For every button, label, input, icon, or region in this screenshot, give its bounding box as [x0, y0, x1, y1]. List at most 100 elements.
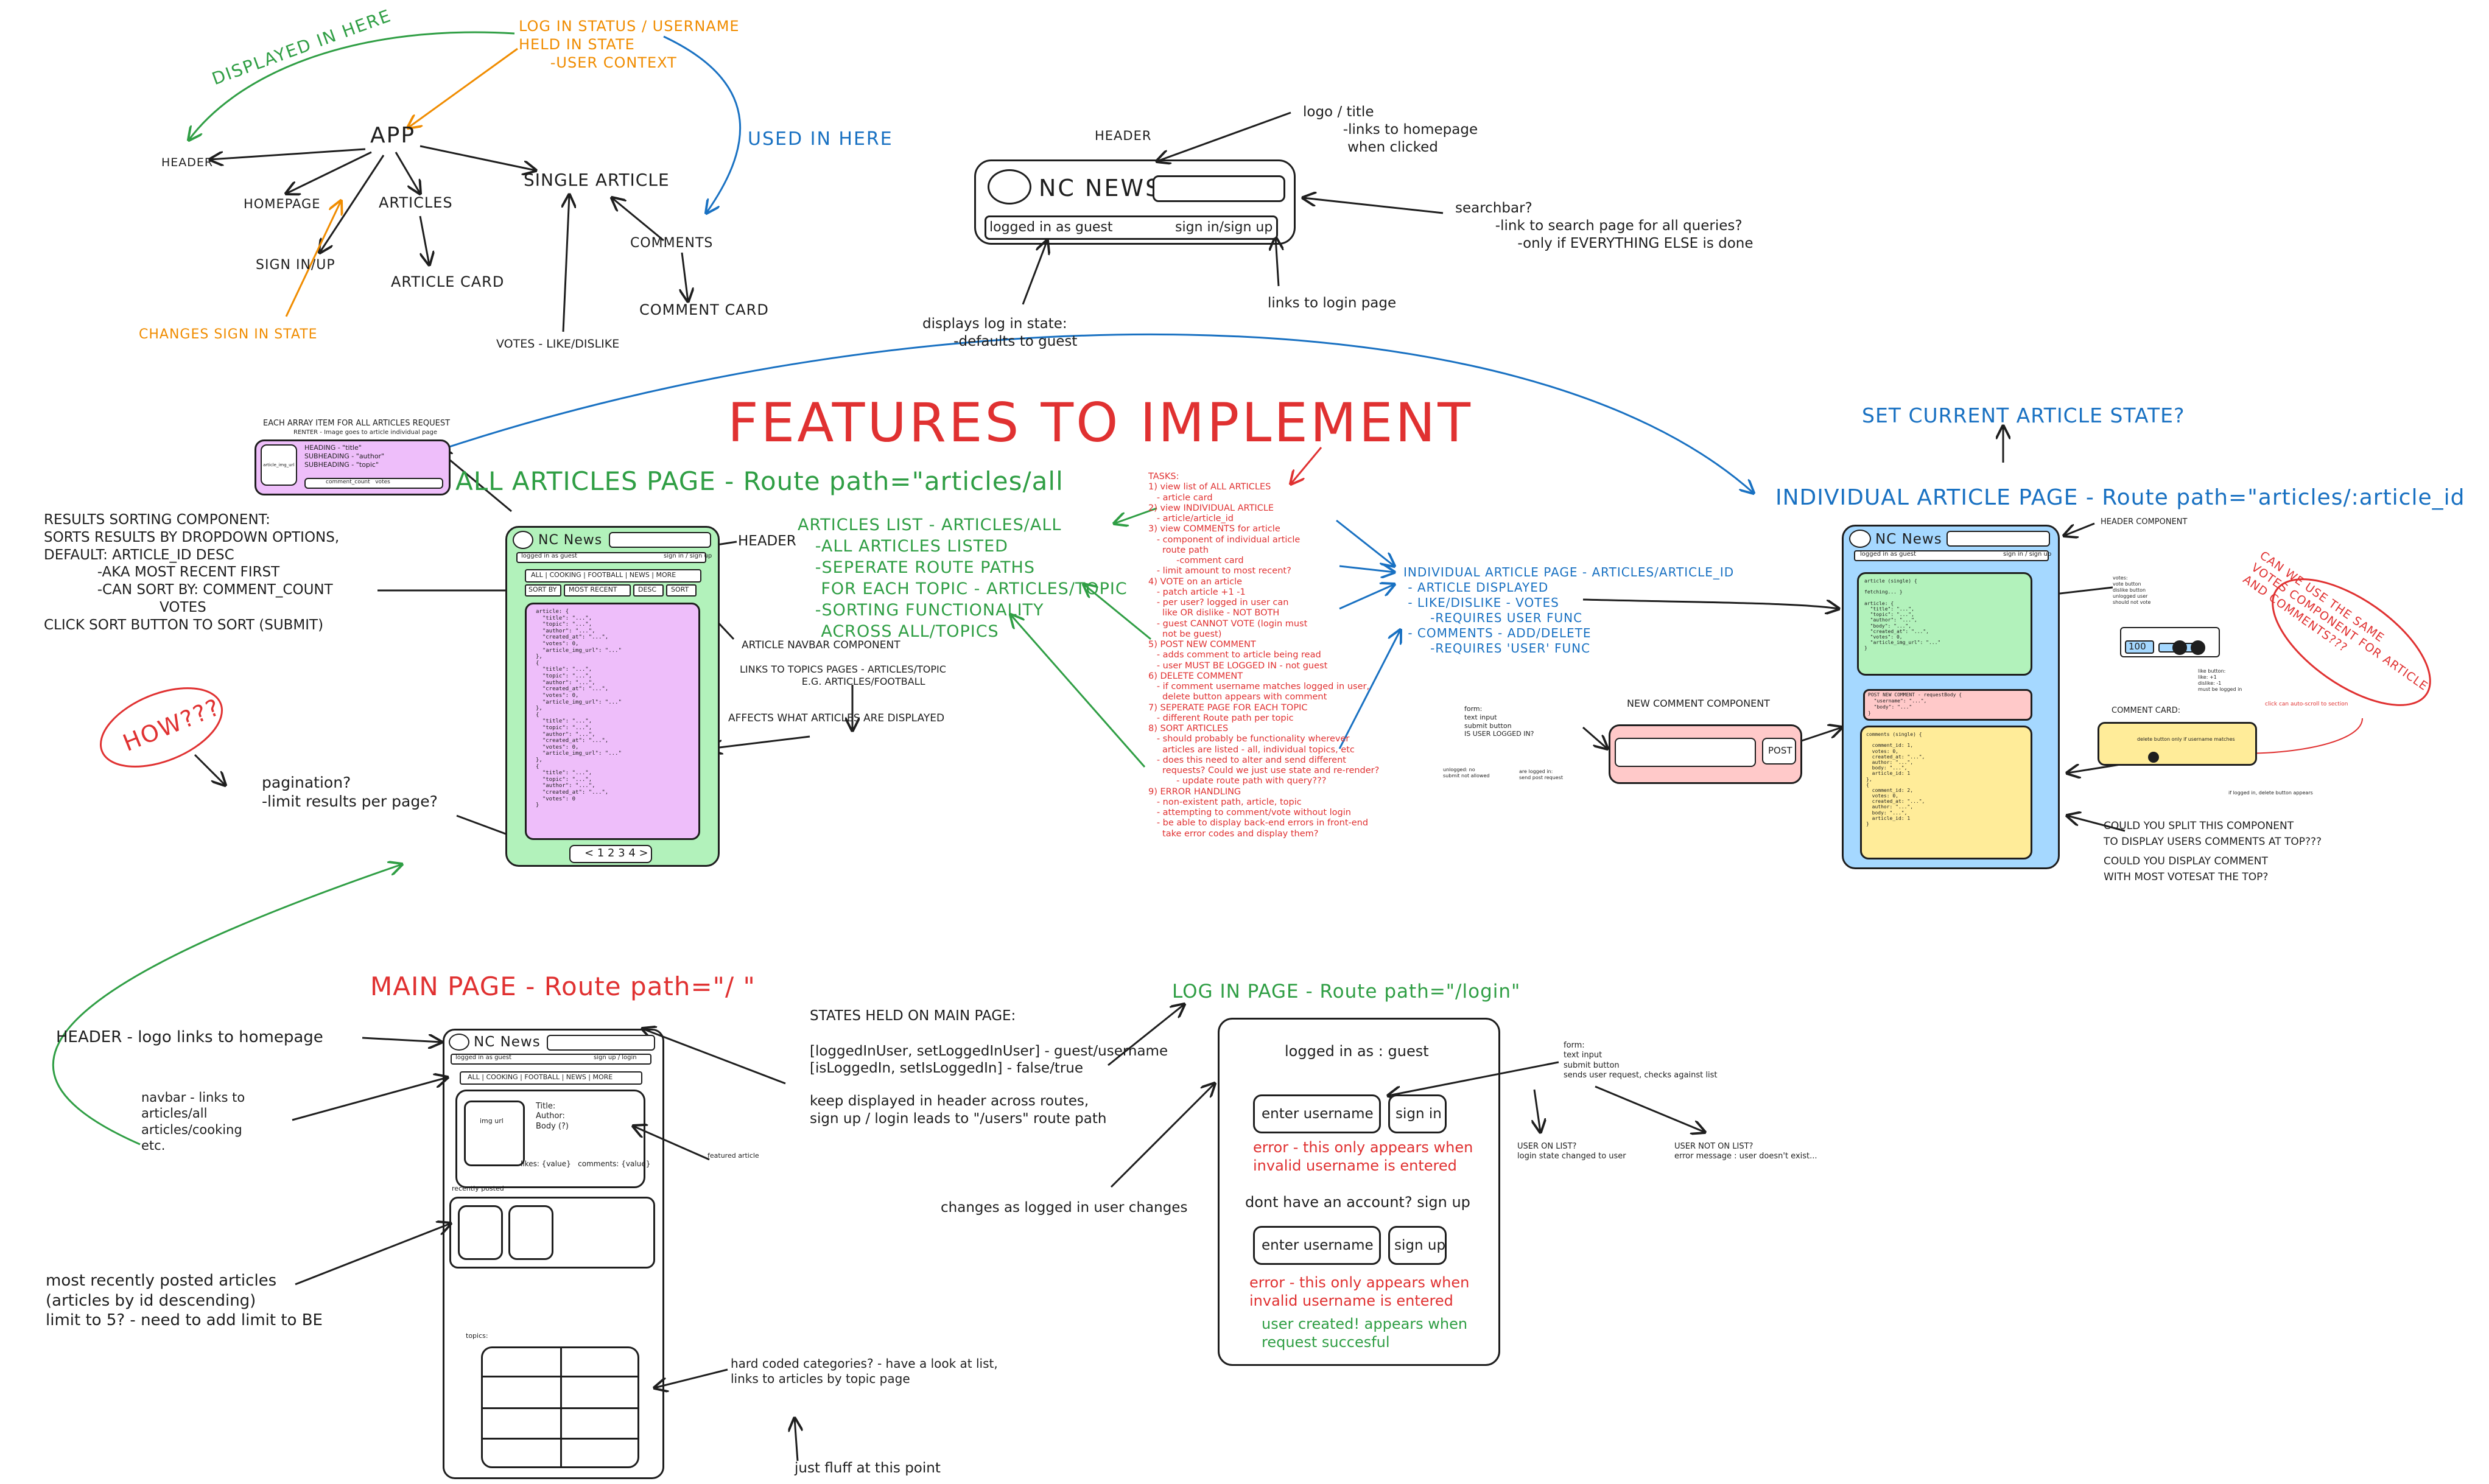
logged-in-guest: logged in as guest: [989, 220, 1113, 235]
individual-heading: INDIVIDUAL ARTICLE PAGE - Route path="ar…: [1775, 485, 2465, 510]
comments-box: [1860, 726, 2032, 859]
main-signin[interactable]: sign up / login: [594, 1054, 637, 1061]
vote-note-1: votes: vote button dislike button unlogg…: [2113, 575, 2151, 605]
like-button[interactable]: [2172, 640, 2187, 655]
vote-count-box: [2125, 640, 2154, 654]
sorting-note: RESULTS SORTING COMPONENT: SORTS RESULTS…: [44, 512, 340, 633]
sort-by-dropdown[interactable]: [525, 584, 561, 597]
green-left-arrow: [52, 864, 402, 1146]
header-arrows: [1022, 111, 1444, 305]
individual-to-page-arrow: [1582, 598, 1839, 609]
login-arrows: [1388, 1061, 1705, 1132]
topic-nav[interactable]: [525, 569, 701, 583]
dont-have-account: dont have an account? sign up: [1245, 1194, 1470, 1211]
recently-posted-label: recently posted: [452, 1185, 504, 1192]
card-footer: comment_count votes: [326, 479, 390, 485]
delete-icon[interactable]: [2148, 752, 2159, 763]
main-topic-nav[interactable]: [460, 1071, 642, 1085]
post-button[interactable]: [1762, 738, 1796, 765]
comment-card-note: delete button only if username matches: [2137, 737, 2235, 742]
user-created-note: user created! appears when request succe…: [1262, 1315, 1468, 1351]
login-logged-as: logged in as : guest: [1285, 1043, 1429, 1060]
individual-signin[interactable]: sign in / sign up: [2003, 551, 2052, 558]
logo-circle: [988, 169, 1031, 205]
all-articles-brand: NC News: [538, 533, 603, 548]
navbar-note: navbar - links to articles/all articles/…: [141, 1090, 245, 1153]
array-item-note: EACH ARRAY ITEM FOR ALL ARTICLES REQUEST: [263, 419, 451, 428]
topic-nav-label: ALL | COOKING | FOOTBALL | NEWS | MORE: [531, 571, 676, 579]
dislike-button[interactable]: [2191, 640, 2205, 655]
recent-card-1[interactable]: [458, 1205, 503, 1260]
sign-up-button[interactable]: [1388, 1226, 1447, 1265]
desc-dropdown[interactable]: [633, 584, 664, 597]
recent-card-2[interactable]: [508, 1205, 553, 1260]
desc-label: DESC: [638, 586, 657, 593]
post-comment-box: [1863, 689, 2032, 721]
how-ellipse: [99, 687, 223, 768]
login-status-label: LOG IN STATUS / USERNAME HELD IN STATE -…: [519, 18, 740, 71]
articles-json: article: { "title": "...", "topic": "...…: [536, 609, 622, 809]
recent-strip: [449, 1197, 655, 1269]
main-logo: [449, 1034, 469, 1051]
featured-likes: likes: {value} comments: {value}: [521, 1160, 651, 1168]
individual-brand: NC News: [1875, 531, 1942, 547]
articles-node: ARTICLES: [379, 194, 453, 211]
sort-by-label: SORT BY: [528, 586, 557, 593]
most-recent-label: MOST RECENT: [569, 586, 617, 593]
hard-coded-note: hard coded categories? - have a look at …: [731, 1356, 998, 1386]
single-article-node: SINGLE ARTICLE: [524, 170, 670, 190]
sign-up-label: sign up: [1394, 1237, 1446, 1253]
comment-card-label: COMMENT CARD:: [2112, 706, 2181, 715]
main-page-heading: MAIN PAGE - Route path="/ ": [370, 971, 756, 1001]
all-articles-heading: ALL ARTICLES PAGE - Route path="articles…: [455, 466, 1064, 496]
most-recent-dropdown[interactable]: [564, 584, 631, 597]
sign-in-button[interactable]: [1388, 1094, 1447, 1133]
main-logged: logged in as guest: [455, 1054, 512, 1061]
comments-node: COMMENTS: [630, 236, 714, 251]
post-json: POST NEW COMMENT - requestBody { "userna…: [1868, 692, 1962, 716]
search-bar[interactable]: [1153, 175, 1285, 202]
sort-label: SORT: [671, 586, 689, 593]
yes-no-1: unlogged: no submit not allowed: [1443, 767, 1490, 779]
tasks-arrows: [1011, 507, 1157, 768]
signup-username-input[interactable]: [1253, 1226, 1381, 1265]
login-bar: [985, 215, 1278, 240]
login-username-input[interactable]: [1253, 1094, 1381, 1133]
user-not-on-list-note: USER NOT ON LIST? error message : user d…: [1674, 1142, 1817, 1161]
header-mock-frame: [974, 159, 1296, 245]
login-form-note: form: text input submit button sends use…: [1564, 1041, 1718, 1080]
array-item-sub: RENTER - Image goes to article individua…: [293, 429, 438, 436]
blue-curve-arrow: [438, 333, 1754, 493]
signup-username-label: enter username: [1262, 1237, 1374, 1253]
searchbar-note: searchbar? -link to search page for all …: [1455, 200, 1754, 251]
logo-note: logo / title -links to homepage when cli…: [1303, 104, 1478, 155]
all-articles-login-bar: [516, 552, 706, 563]
all-articles-search[interactable]: [609, 532, 711, 548]
pagination-bar[interactable]: [569, 845, 652, 863]
card-footer-bar: [304, 478, 443, 489]
login-arrow: [408, 47, 518, 128]
used-arrow: [663, 35, 742, 213]
tree-arrows: [210, 145, 688, 332]
sign-in-link[interactable]: sign in/sign up: [1175, 220, 1273, 235]
all-articles-logo: [513, 531, 533, 549]
can-we-use-ellipse: [2272, 578, 2431, 706]
sign-in-label: sign in: [1395, 1106, 1442, 1122]
login-error-1: error - this only appears when invalid u…: [1253, 1139, 1473, 1174]
recent-note: most recently posted articles (articles …: [46, 1272, 323, 1329]
could-display-note: COULD YOU DISPLAY COMMENT WITH MOST VOTE…: [2104, 855, 2269, 883]
main-search[interactable]: [547, 1035, 655, 1051]
main-page-arrows: [292, 1004, 1215, 1461]
article-json: article (single) { fetching... } article…: [1864, 578, 1941, 651]
all-articles-signin[interactable]: sign in / sign up: [664, 553, 712, 559]
red-feature-arrow: [1291, 447, 1322, 484]
individual-logo: [1849, 530, 1871, 548]
comment-input[interactable]: [1615, 738, 1756, 767]
featured-article-box[interactable]: [455, 1090, 645, 1188]
sort-button[interactable]: [666, 584, 697, 597]
features-title: FEATURES TO IMPLEMENT: [728, 391, 1473, 454]
links-login-note: links to login page: [1268, 295, 1397, 311]
delete-button-note: if logged in, delete button appears: [2228, 790, 2313, 796]
article-box: [1857, 572, 2032, 676]
individual-search[interactable]: [1947, 531, 2050, 547]
